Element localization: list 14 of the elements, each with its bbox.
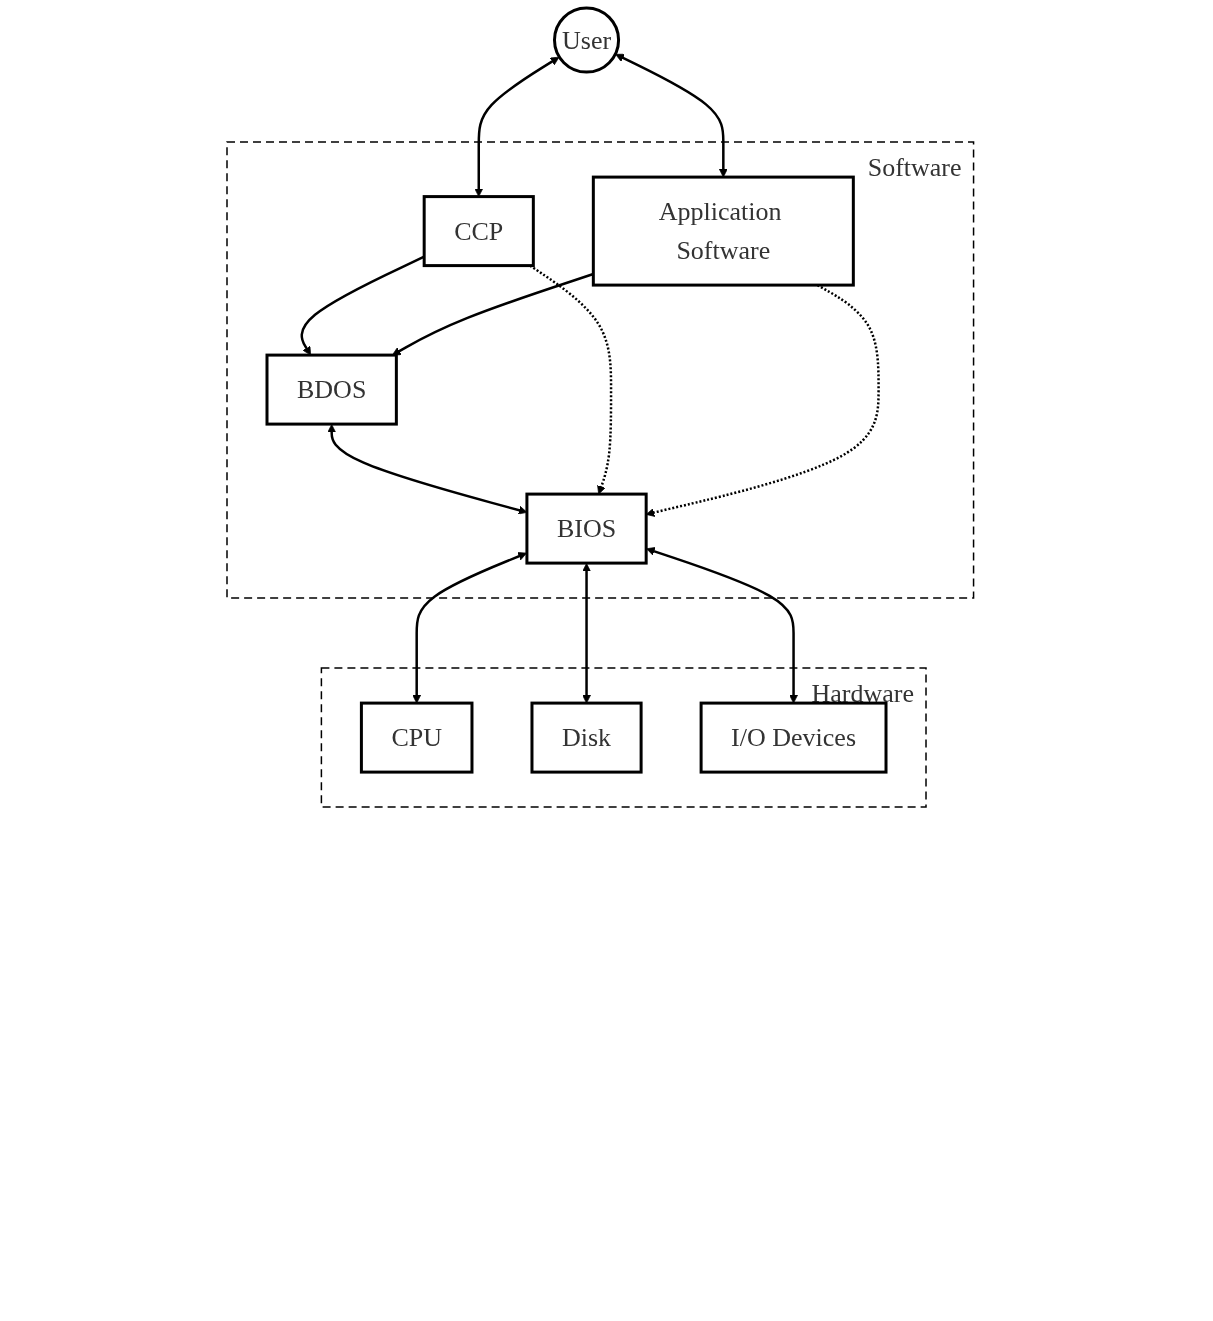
node-box: BIOS: [525, 492, 648, 565]
node-box: I/O Devices: [699, 701, 888, 774]
arrow: [615, 53, 728, 178]
node-box: CCP: [422, 195, 535, 268]
arrow: [391, 272, 594, 356]
node-box: BDOS: [265, 353, 398, 426]
node-box: CPU: [359, 701, 474, 774]
arrow: [581, 563, 591, 704]
arrow: [474, 56, 560, 197]
arrow: [412, 552, 527, 704]
node-box: Application Software: [591, 175, 855, 287]
node-circle: User: [552, 6, 620, 74]
node-box: Disk: [530, 701, 643, 774]
arrow: [645, 547, 798, 704]
